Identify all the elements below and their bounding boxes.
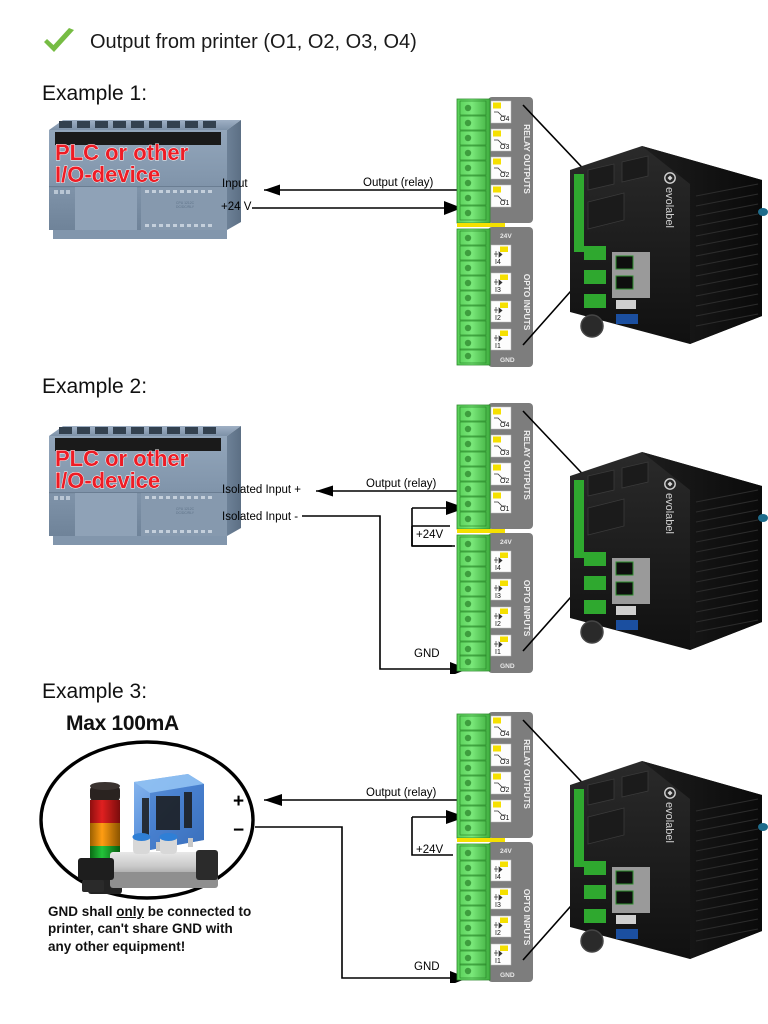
- example-3-label: Example 3:: [42, 680, 148, 703]
- svg-text:GND: GND: [500, 972, 515, 979]
- svg-text:evolabel: evolabel: [663, 187, 675, 228]
- terminal-block-3: O4 O3 O2 O1 RELAY OUTPUTS 24V I4 I3 I2 I…: [456, 712, 533, 982]
- plc-caption-line2: I/O-device: [55, 162, 161, 188]
- wire-label-jumper-24v-3: +24V: [416, 844, 444, 856]
- wire-label-jumper-24v-2: +24V: [416, 529, 444, 541]
- svg-text:RELAY OUTPUTS: RELAY OUTPUTS: [522, 124, 532, 194]
- svg-text:I4: I4: [495, 874, 501, 881]
- svg-text:I1: I1: [495, 958, 501, 965]
- wiring-example-1: [252, 184, 462, 215]
- wire-label-isolated-plus: Isolated Input +: [222, 484, 301, 496]
- wire-label-output-relay-1: Output (relay): [363, 177, 434, 189]
- svg-text:I3: I3: [495, 593, 501, 600]
- svg-text:O2: O2: [500, 787, 509, 794]
- svg-text:GND: GND: [500, 357, 515, 364]
- warning-underlined: only: [116, 904, 145, 919]
- wiring-example-3: [255, 794, 468, 983]
- svg-text:I2: I2: [495, 315, 501, 322]
- svg-text:O3: O3: [500, 759, 509, 766]
- plc-caption-line1: PLC or other: [55, 140, 189, 165]
- svg-text:I3: I3: [495, 287, 501, 294]
- wire-label-input-1: Input: [222, 178, 248, 190]
- svg-text:24V: 24V: [500, 233, 512, 240]
- relay-icon: [134, 774, 204, 853]
- printer-device-1: evolabel: [570, 146, 768, 344]
- svg-text:OPTO INPUTS: OPTO INPUTS: [522, 274, 532, 331]
- svg-text:O2: O2: [500, 478, 509, 485]
- svg-text:DC/DC/RLY: DC/DC/RLY: [176, 511, 195, 515]
- max-current-label: Max 100mA: [66, 712, 179, 735]
- svg-text:OPTO INPUTS: OPTO INPUTS: [522, 889, 532, 946]
- green-check-icon: [44, 28, 74, 52]
- svg-text:O2: O2: [500, 172, 509, 179]
- svg-text:GND: GND: [500, 663, 515, 670]
- svg-text:O4: O4: [500, 422, 509, 429]
- wire-label-gnd-3: GND: [414, 961, 440, 973]
- svg-text:O3: O3: [500, 450, 509, 457]
- plc-caption-line2: I/O-device: [55, 468, 161, 494]
- svg-text:I4: I4: [495, 565, 501, 572]
- plc-caption-2: PLC or other I/O-device: [55, 446, 189, 494]
- svg-text:I2: I2: [495, 930, 501, 937]
- svg-text:RELAY OUTPUTS: RELAY OUTPUTS: [522, 739, 532, 809]
- warning-part1: GND shall: [48, 904, 117, 919]
- example-2-label: Example 2:: [42, 375, 148, 398]
- svg-text:O1: O1: [500, 200, 509, 207]
- wire-label-output-relay-2: Output (relay): [366, 478, 437, 490]
- printer-device-3: evolabel: [570, 761, 768, 959]
- heading-text: Output from printer (O1, O2, O3, O4): [90, 30, 417, 53]
- svg-text:RELAY OUTPUTS: RELAY OUTPUTS: [522, 430, 532, 500]
- gnd-warning-text: GND shall only be connected to printer, …: [48, 903, 253, 955]
- plc-caption-line1: PLC or other: [55, 446, 189, 471]
- load-terminal-plus: +: [233, 791, 245, 812]
- page-heading: Output from printer (O1, O2, O3, O4): [42, 28, 417, 56]
- terminal-block-1: O4 O3 O2 O1 RELAY OUTPUTS 24V I4 I3 I2 I…: [456, 97, 533, 367]
- wire-label-isolated-minus: Isolated Input -: [222, 511, 299, 523]
- plc-caption-1: PLC or other I/O-device: [55, 140, 189, 188]
- svg-text:I2: I2: [495, 621, 501, 628]
- svg-text:I4: I4: [495, 259, 501, 266]
- svg-text:24V: 24V: [500, 848, 512, 855]
- load-terminal-minus: −: [233, 820, 245, 841]
- svg-text:O1: O1: [500, 815, 509, 822]
- svg-text:evolabel: evolabel: [663, 493, 675, 534]
- wire-label-24v-1: +24 V: [221, 201, 252, 213]
- svg-text:evolabel: evolabel: [663, 802, 675, 843]
- warning-part2: be connected to printer, can't share GND…: [48, 904, 252, 954]
- svg-text:CPU 1212C: CPU 1212C: [176, 507, 195, 511]
- svg-text:O4: O4: [500, 116, 509, 123]
- terminal-block-2: O4 O3 O2 O1 RELAY OUTPUTS 24V I4 I3 I2 I…: [456, 403, 533, 673]
- example-1-label: Example 1:: [42, 82, 148, 105]
- svg-text:O3: O3: [500, 144, 509, 151]
- svg-text:OPTO INPUTS: OPTO INPUTS: [522, 580, 532, 637]
- svg-text:I1: I1: [495, 649, 501, 656]
- wire-label-gnd-2: GND: [414, 648, 440, 660]
- svg-text:O4: O4: [500, 731, 509, 738]
- wiring-example-2: [302, 485, 468, 674]
- svg-text:CPU 1212C: CPU 1212C: [176, 201, 195, 205]
- svg-text:I3: I3: [495, 902, 501, 909]
- pneumatic-valve-icon: [78, 833, 218, 892]
- printer-device-2: evolabel: [570, 452, 768, 650]
- svg-text:24V: 24V: [500, 539, 512, 546]
- svg-text:I1: I1: [495, 343, 501, 350]
- load-devices-group: [39, 740, 255, 900]
- wire-label-output-relay-3: Output (relay): [366, 787, 437, 799]
- svg-text:DC/DC/RLY: DC/DC/RLY: [176, 205, 195, 209]
- svg-text:O1: O1: [500, 506, 509, 513]
